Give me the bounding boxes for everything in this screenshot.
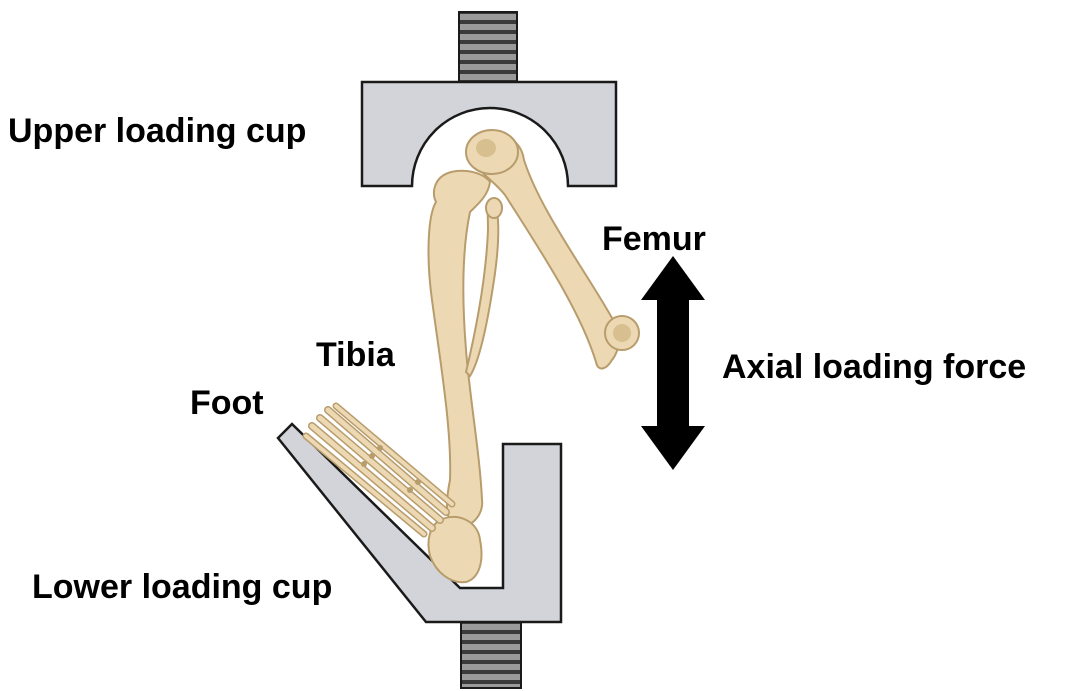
femur-label: Femur [602, 222, 706, 256]
upper-threaded-rod-icon [459, 12, 517, 82]
upper-loading-cup-label: Upper loading cup [8, 114, 306, 148]
lower-threaded-rod-icon [461, 622, 521, 688]
lower-loading-cup-label: Lower loading cup [32, 570, 332, 604]
double-headed-arrow-icon [641, 256, 705, 470]
axial-loading-force-label: Axial loading force [722, 350, 1026, 384]
tibia-label: Tibia [316, 338, 395, 372]
foot-label: Foot [190, 386, 264, 420]
tibia-bone [429, 171, 502, 527]
